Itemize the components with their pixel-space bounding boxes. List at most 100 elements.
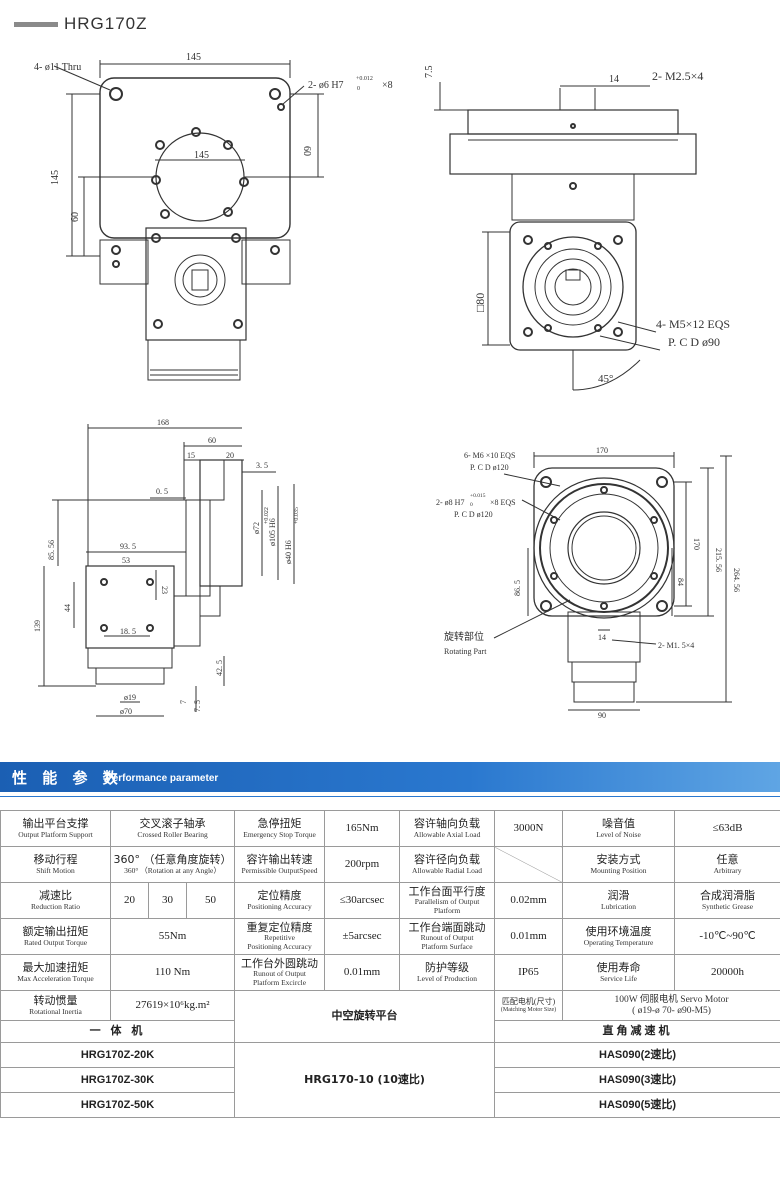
top-pin-tol-zero: 0 bbox=[357, 86, 360, 92]
accel-torque-value: 110 Nm bbox=[109, 954, 236, 991]
side-d60: 60 bbox=[208, 436, 216, 445]
model-30k: HRG170Z-30K bbox=[0, 1067, 236, 1093]
performance-header-en: Performance parameter bbox=[106, 773, 219, 784]
bottom-rotating-cn: 旋转部位 bbox=[444, 630, 484, 643]
bottom-pcd1: P. C D ø120 bbox=[470, 463, 509, 472]
front-dim-7-5: 7.5 bbox=[424, 66, 435, 79]
front-angle: 45° bbox=[598, 373, 613, 385]
title-bar: HRG170Z bbox=[14, 14, 148, 34]
repeat-accuracy-value: ±5arcsec bbox=[324, 918, 401, 955]
side-d139: 139 bbox=[33, 620, 42, 632]
bottom-d215-56: 215. 56 bbox=[714, 548, 723, 572]
bottom-pin2-tol-zero: 0 bbox=[470, 502, 473, 508]
radial-load-value-empty bbox=[494, 846, 564, 883]
table-row: HRG170Z-50K HAS090(5速比) bbox=[0, 1092, 780, 1118]
front-dim-14: 14 bbox=[609, 74, 619, 85]
service-life-value: 20000h bbox=[674, 954, 780, 991]
side-d18-5: 18. 5 bbox=[120, 627, 136, 636]
ratio-20: 20 bbox=[110, 882, 149, 919]
model-20k: HRG170Z-20K bbox=[0, 1042, 236, 1068]
page-title: HRG170Z bbox=[64, 14, 148, 33]
performance-header: 性 能 参 数 Performance parameter bbox=[0, 762, 780, 792]
front-thread: 2- M2.5×4 bbox=[652, 69, 703, 83]
bottom-d14: 14 bbox=[598, 633, 606, 642]
top-pin-depth: ×8 bbox=[382, 80, 393, 91]
front-pcd: P. C D ø90 bbox=[668, 335, 720, 349]
top-pin-hole: 2- ø6 H7 bbox=[308, 80, 344, 91]
bottom-d86-5: 86. 5 bbox=[513, 580, 522, 596]
side-d19: ø19 bbox=[124, 693, 136, 702]
side-d23: 23 bbox=[160, 586, 169, 594]
side-d168: 168 bbox=[157, 418, 169, 427]
side-view bbox=[38, 424, 295, 717]
bottom-d264-56: 264. 56 bbox=[732, 568, 741, 592]
side-d15: 15 bbox=[187, 451, 195, 460]
shift-value: 360° （任意角度旋转）360° （Rotation at any Angle… bbox=[109, 846, 236, 883]
bottom-pin2-depth: ×8 EQS bbox=[490, 498, 516, 507]
side-d0-5: 0. 5 bbox=[156, 487, 168, 496]
gearbox-3: HAS090(3速比) bbox=[494, 1067, 780, 1093]
bottom-pin2-tol: +0.015 bbox=[470, 493, 486, 499]
rated-torque-value: 55Nm bbox=[109, 918, 236, 955]
side-d70: ø70 bbox=[120, 707, 132, 716]
axial-load-value: 3000N bbox=[494, 810, 564, 847]
gearbox-5: HAS090(5速比) bbox=[494, 1092, 780, 1118]
side-d42-5: 42. 5 bbox=[215, 660, 224, 676]
top-dim-60-left: 60 bbox=[70, 212, 81, 222]
table-row: HRG170Z-20K HRG170-10 (10速比) HAS090(2速比) bbox=[0, 1042, 780, 1118]
side-d53: 53 bbox=[122, 556, 130, 565]
bottom-rotating-en: Rotating Part bbox=[444, 647, 487, 656]
top-pin-tol: +0.012 bbox=[356, 76, 373, 82]
top-dim-145: 145 bbox=[186, 52, 201, 63]
right-angle-header: 直角减速机 bbox=[494, 1020, 780, 1043]
position-accuracy-value: ≤30arcsec bbox=[324, 882, 401, 919]
side-d93-5: 93. 5 bbox=[120, 542, 136, 551]
side-phi105: ø105 H6 bbox=[268, 518, 277, 546]
gearbox-2: HAS090(2速比) bbox=[494, 1042, 780, 1068]
front-view bbox=[434, 82, 697, 391]
side-phi72: ø72 bbox=[252, 522, 261, 534]
speed-value: 200rpm bbox=[324, 846, 401, 883]
top-thru-hole: 4- ø11 Thru bbox=[34, 62, 81, 73]
title-dash bbox=[14, 21, 58, 27]
platform-title: 中空旋转平台 bbox=[234, 990, 496, 1043]
bottom-thread2: 2- M1. 5×4 bbox=[658, 641, 694, 650]
front-square-80: □80 bbox=[473, 293, 487, 312]
noise-value: ≤63dB bbox=[674, 810, 780, 847]
bottom-d84: 84 bbox=[676, 578, 685, 586]
bottom-d170-right: 170 bbox=[692, 538, 701, 550]
side-phi40: ø40 H6 bbox=[284, 540, 293, 564]
side-d3-5: 3. 5 bbox=[256, 461, 268, 470]
side-d7: 7 bbox=[179, 700, 188, 704]
side-d20: 20 bbox=[226, 451, 234, 460]
top-view bbox=[53, 60, 324, 381]
excircle-runout-value: 0.01mm bbox=[324, 954, 401, 991]
parallelism-value: 0.02mm bbox=[494, 882, 564, 919]
side-tol-a: +0.022 bbox=[264, 507, 270, 524]
top-dim-145-inner: 145 bbox=[194, 150, 209, 161]
side-d85-56: 85. 56 bbox=[47, 540, 56, 560]
performance-divider bbox=[0, 796, 780, 797]
front-screw-spec: 4- M5×12 EQS bbox=[656, 317, 730, 331]
